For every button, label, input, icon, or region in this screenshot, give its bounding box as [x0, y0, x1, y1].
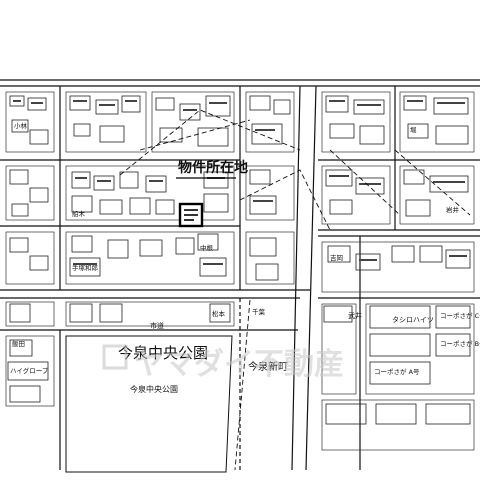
- watermark-text: ヤマダイ不動産: [134, 347, 344, 382]
- property-label: 物件所在地: [178, 159, 248, 176]
- boundary-lines: [119, 109, 471, 471]
- watermark: ヤマダイ不動産: [102, 344, 344, 382]
- building-label: 千葉: [252, 307, 266, 316]
- building-label: 手塚和郎: [72, 263, 99, 272]
- building-labels: コーポさが C号 コーポさが B号 コーポさが A号 タシロハイツ ハイグローブ…: [10, 121, 480, 376]
- building-label: 岩井: [446, 205, 460, 214]
- park-area: [65, 335, 233, 473]
- building-text-noise: [13, 100, 467, 265]
- road-network: [0, 79, 480, 471]
- building-label: コーポさが C号: [440, 311, 480, 320]
- building-label: 飯田: [12, 339, 25, 348]
- building-label: コーポさが B号: [440, 339, 480, 348]
- watermark-logo-icon: [102, 344, 128, 370]
- building-label: 中根: [200, 243, 214, 252]
- building-label: 船木: [72, 209, 86, 218]
- building-label: コーポさが A号: [374, 367, 420, 376]
- building-label: 小林: [14, 121, 28, 130]
- building-label: 堀: [410, 125, 417, 134]
- building-footprints: [7, 95, 471, 425]
- road-label: 市道: [150, 321, 164, 330]
- building-label: 武井: [348, 311, 362, 320]
- parcel-blocks: [5, 91, 475, 451]
- area-label: 今泉新町: [248, 360, 288, 373]
- building-label: タシロハイツ: [392, 315, 434, 324]
- property-marker: [176, 177, 236, 228]
- park-sublabel: 今泉中央公園: [130, 384, 178, 394]
- park-label: 今泉中央公園: [118, 344, 208, 362]
- building-label: 吉岡: [330, 254, 343, 262]
- building-label: ハイグローブ: [10, 366, 49, 375]
- building-label: 松本: [212, 309, 226, 318]
